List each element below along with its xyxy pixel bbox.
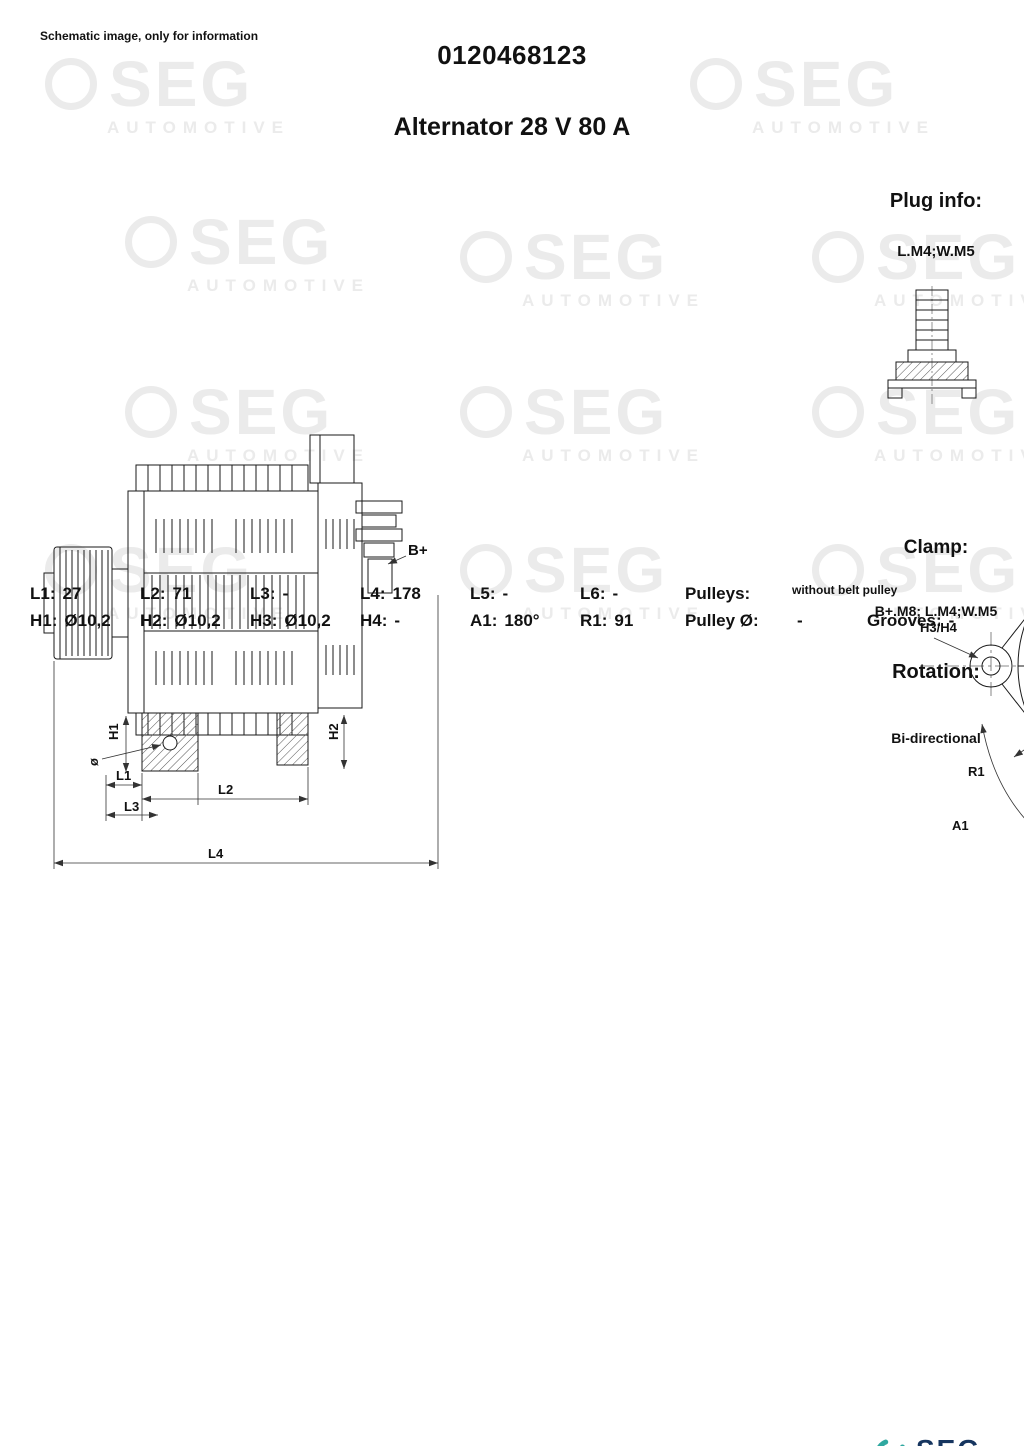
watermark-ring-icon (690, 58, 742, 110)
spec-l4: L4:178 (360, 584, 421, 603)
watermark: SEG AUTOMOTIVE (460, 225, 705, 311)
watermark-ring-icon (45, 58, 97, 110)
watermark: SEG AUTOMOTIVE (45, 52, 290, 138)
dim-label-l1: L1 (116, 768, 131, 783)
pulleys-value: without belt pulley (792, 583, 898, 597)
pulleys-label: Pulleys: (685, 584, 751, 603)
watermark: SEG AUTOMOTIVE (125, 380, 370, 466)
watermark-ring-icon (460, 544, 512, 596)
watermark-automotive: AUTOMOTIVE (187, 276, 371, 295)
watermark-automotive: AUTOMOTIVE (107, 604, 291, 623)
disclaimer-note: Schematic image, only for information (40, 29, 259, 43)
pulley-dia-label: Pulley Ø: (685, 611, 759, 630)
watermark: SEG AUTOMOTIVE (460, 380, 705, 466)
centerlines (920, 632, 1024, 700)
watermark: SEG AUTOMOTIVE (125, 210, 370, 296)
watermark-automotive: AUTOMOTIVE (752, 118, 936, 137)
watermark-seg: SEG (109, 48, 254, 120)
page-title: Alternator 28 V 80 A (393, 113, 631, 141)
watermark-seg: SEG (524, 534, 669, 606)
watermark-automotive: AUTOMOTIVE (522, 446, 706, 465)
seg-logo-ring-icon (874, 1438, 908, 1446)
b-plus-label: B+ (408, 542, 428, 559)
page: SEG AUTOMOTIVE SEG AUTOMOTIVE SEG AUTOMO… (30, 29, 1024, 1446)
spec-l3: L3:- (250, 584, 289, 603)
plug-info-label: Plug info: (889, 190, 983, 212)
spec-h4: H4:- (360, 611, 401, 630)
dim-label-l2: L2 (218, 782, 233, 797)
dim-label-l4: L4 (208, 846, 224, 861)
watermark-seg: SEG (876, 534, 1021, 606)
spec-h1: H1:Ø10,2 (30, 611, 111, 630)
dim-label-r1: R1 (968, 764, 985, 779)
watermark-automotive: AUTOMOTIVE (107, 118, 291, 137)
watermark-ring-icon (125, 216, 177, 268)
spec-l5: L5:- (470, 584, 509, 603)
watermark: SEG AUTOMOTIVE (460, 538, 705, 624)
clamp-value: B+.M8; L.M4;W.M5 (874, 603, 998, 619)
watermark-automotive: AUTOMOTIVE (874, 446, 1024, 465)
watermark: SEG AUTOMOTIVE (690, 52, 935, 138)
dim-label-a1: A1 (952, 818, 969, 833)
dim-label-h2: H2 (326, 723, 341, 740)
spec-r1: R1:91 (580, 611, 634, 630)
watermark-seg: SEG (876, 221, 1021, 293)
watermark-seg: SEG (189, 206, 334, 278)
spec-l2: L2:71 (140, 584, 192, 603)
dim-label-h1: H1 (106, 723, 121, 740)
watermark-automotive: AUTOMOTIVE (522, 604, 706, 623)
watermark: SEG AUTOMOTIVE (812, 538, 1024, 624)
spec-a1: A1:180° (470, 611, 540, 630)
watermark-ring-icon (812, 544, 864, 596)
rotation-label: Rotation: (892, 661, 980, 683)
watermark-ring-icon (812, 386, 864, 438)
plug-drawing (887, 286, 977, 404)
clamp-label: Clamp: (903, 537, 969, 558)
watermark-ring-icon (460, 386, 512, 438)
alternator-side-outline (43, 434, 403, 772)
pulley-dia-value: - (797, 611, 803, 630)
watermark-automotive: AUTOMOTIVE (874, 604, 1024, 623)
dim-label-l3: L3 (124, 799, 139, 814)
watermark-automotive: AUTOMOTIVE (874, 291, 1024, 310)
spec-h2: H2:Ø10,2 (140, 611, 221, 630)
seg-logo-text: SEG AUTOMOTIVE (916, 1436, 1004, 1446)
alternator-front-outline (969, 619, 1024, 713)
watermark-automotive: AUTOMOTIVE (522, 291, 706, 310)
watermark-seg: SEG (524, 221, 669, 293)
dim-label-dia: ø (86, 758, 101, 766)
watermark-ring-icon (812, 231, 864, 283)
plug-info-value: L.M4;W.M5 (897, 243, 975, 260)
side-view-drawing: H1 ø H2 L1 L2 L3 L4 B+ (43, 434, 439, 869)
spec-grooves: Grooves:- (867, 611, 955, 630)
watermark-seg: SEG (524, 376, 669, 448)
watermark: SEG AUTOMOTIVE (812, 380, 1024, 466)
watermark-ring-icon (125, 386, 177, 438)
watermark-seg: SEG (189, 376, 334, 448)
watermark-seg: SEG (876, 376, 1021, 448)
watermark: SEG AUTOMOTIVE (812, 225, 1024, 311)
spec-l6: L6:- (580, 584, 619, 603)
dim-label-h3h4: H3/H4 (920, 620, 958, 635)
watermark-seg: SEG (754, 48, 899, 120)
spec-h3: H3:Ø10,2 (250, 611, 331, 630)
watermark-ring-icon (460, 231, 512, 283)
front-view-drawing: H3/H4 R1 A1 (920, 619, 1024, 883)
part-number: 0120468123 (437, 40, 587, 70)
spec-l1: L1:27 (30, 584, 82, 603)
watermark-automotive: AUTOMOTIVE (187, 446, 371, 465)
seg-logo-name: SEG (916, 1436, 1004, 1446)
seg-logo: SEG AUTOMOTIVE (872, 1436, 1024, 1446)
